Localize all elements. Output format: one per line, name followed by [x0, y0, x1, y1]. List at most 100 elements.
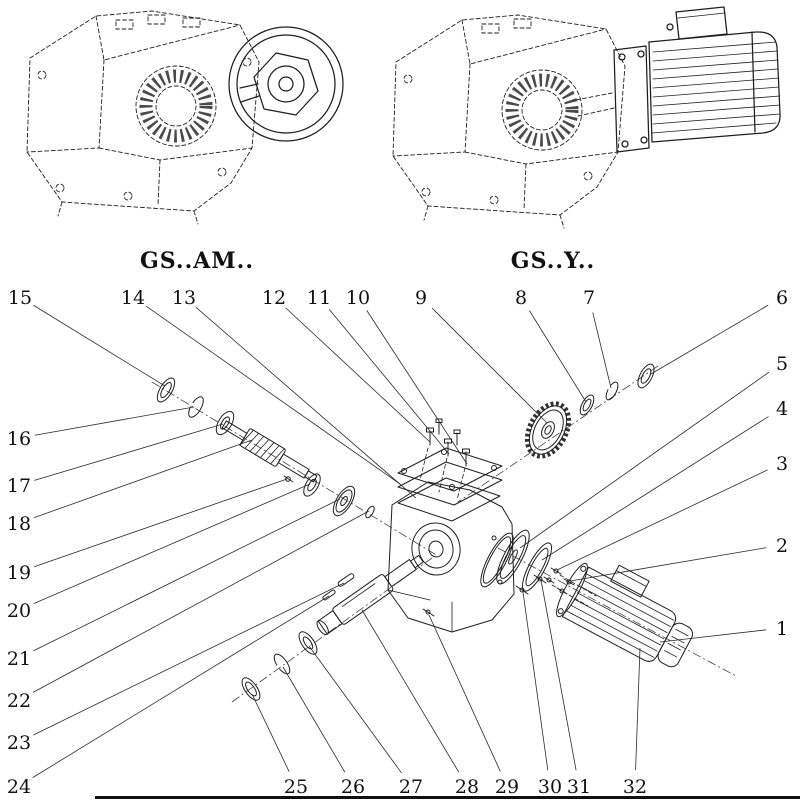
leader-line-28 — [361, 609, 460, 773]
leader-line-22 — [32, 510, 370, 693]
part-number-24: 24 — [7, 776, 31, 798]
callout-12: 12 — [262, 287, 431, 443]
exploded-part-7-circlip — [605, 381, 619, 401]
part-number-3: 3 — [776, 453, 788, 475]
leader-line-16 — [34, 406, 195, 436]
leader-line-17 — [34, 423, 224, 481]
callout-27: 27 — [308, 645, 423, 798]
leader-line-12 — [285, 307, 431, 443]
part-number-30: 30 — [538, 776, 562, 798]
exploded-part-18-worm-shaft — [221, 420, 318, 483]
gearbox-y-drawing — [392, 14, 626, 229]
callout-25: 25 — [251, 693, 308, 798]
callout-28: 28 — [361, 609, 479, 798]
page-edge-line — [95, 796, 800, 799]
callout-9: 9 — [415, 287, 548, 424]
input-boss-hatch-y — [505, 73, 579, 147]
leader-line-6 — [650, 304, 769, 375]
callout-8: 8 — [515, 287, 587, 403]
callout-22: 22 — [7, 510, 370, 712]
callout-31: 31 — [540, 579, 591, 798]
exploded-part-9-gear — [524, 401, 572, 459]
leader-line-30 — [522, 591, 549, 771]
part-number-4: 4 — [776, 398, 788, 420]
part-number-19: 19 — [7, 562, 31, 584]
leader-line-2 — [569, 547, 767, 582]
part-number-23: 23 — [7, 732, 31, 754]
part-number-2: 2 — [776, 535, 788, 557]
part-number-5: 5 — [776, 353, 788, 375]
model-label-gs-y: GS..Y.. — [510, 248, 596, 274]
leader-line-23 — [33, 582, 345, 736]
part-number-1: 1 — [776, 618, 788, 640]
input-boss-hatch-am — [139, 69, 213, 143]
exploded-part-3-bolts — [543, 567, 562, 584]
motor-drawing-top — [613, 6, 781, 153]
part-number-32: 32 — [623, 776, 647, 798]
worm-axis-line — [151, 381, 439, 557]
leader-line-18 — [33, 439, 253, 519]
leader-line-25 — [251, 693, 290, 772]
leader-line-29 — [428, 614, 501, 772]
leader-line-4 — [541, 416, 769, 561]
axis-centerlines — [151, 365, 737, 703]
callout-1: 1 — [659, 618, 788, 643]
part-number-31: 31 — [567, 776, 591, 798]
flange-drawing-am — [228, 26, 344, 142]
callout-5: 5 — [519, 353, 788, 549]
part-number-10: 10 — [346, 287, 370, 309]
part-number-29: 29 — [495, 776, 519, 798]
part-number-26: 26 — [341, 776, 365, 798]
callout-11: 11 — [307, 287, 450, 455]
part-number-12: 12 — [262, 287, 286, 309]
exploded-part-23-key — [337, 573, 355, 587]
model-label-gs-am: GS..AM.. — [140, 248, 254, 274]
callout-32: 32 — [623, 647, 647, 798]
leader-line-11 — [328, 309, 450, 455]
callout-7: 7 — [583, 287, 612, 389]
callout-23: 23 — [7, 582, 345, 754]
exploded-part-19-pin — [283, 475, 294, 483]
callout-15: 15 — [8, 287, 166, 387]
motor-axis-line — [497, 547, 737, 677]
callout-16: 16 — [7, 406, 195, 450]
leader-line-24 — [32, 595, 330, 778]
part-number-15: 15 — [8, 287, 32, 309]
bolt-drop-lines — [419, 447, 466, 501]
part-number-16: 16 — [7, 428, 31, 450]
exploded-part-29-screw — [422, 608, 435, 617]
callout-14: 14 — [121, 287, 401, 485]
part-number-25: 25 — [284, 776, 308, 798]
exploded-part-16-circlip — [188, 396, 204, 418]
leader-line-9 — [432, 308, 548, 424]
gearbox-am-drawing — [26, 10, 260, 225]
exploded-part-motor — [556, 562, 694, 668]
leader-line-27 — [308, 645, 402, 774]
part-number-21: 21 — [7, 648, 31, 670]
exploded-part-26-circlip — [273, 653, 291, 675]
callout-29: 29 — [428, 614, 519, 798]
leader-line-32 — [635, 647, 641, 771]
exploded-part-8-washer — [579, 394, 595, 416]
leader-line-15 — [33, 305, 166, 387]
leader-line-13 — [195, 307, 417, 499]
leader-line-31 — [540, 579, 577, 771]
part-number-14: 14 — [121, 287, 145, 309]
leader-line-7 — [592, 312, 612, 389]
callout-24: 24 — [7, 595, 330, 798]
part-number-27: 27 — [399, 776, 423, 798]
callout-4: 4 — [541, 398, 788, 561]
exploded-part-6-seal — [637, 363, 655, 389]
exploded-part-20-bearing — [303, 473, 321, 497]
part-number-17: 17 — [7, 475, 31, 497]
gear-axis-line — [457, 365, 659, 503]
gear-housing — [387, 477, 515, 633]
callout-17: 17 — [7, 423, 224, 497]
part-number-11: 11 — [307, 287, 331, 309]
part-number-7: 7 — [583, 287, 595, 309]
leader-line-19 — [33, 478, 288, 568]
callout-3: 3 — [556, 453, 788, 571]
